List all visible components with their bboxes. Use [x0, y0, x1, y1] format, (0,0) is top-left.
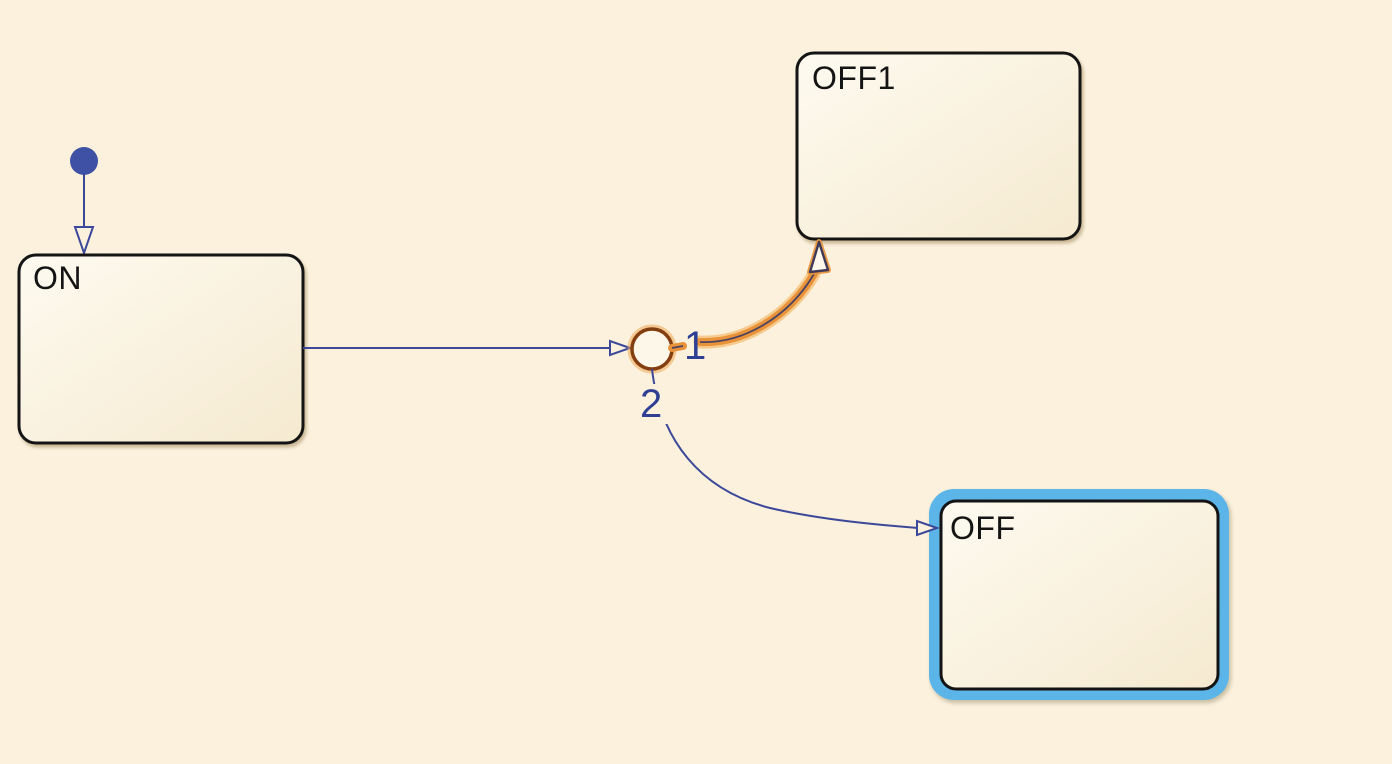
transition-2-line — [651, 368, 919, 529]
transition-on-to-junction[interactable] — [303, 339, 634, 357]
connective-junction[interactable] — [627, 324, 677, 374]
state-off1-border — [795, 51, 1082, 241]
transition-2-arrowhead-icon — [916, 519, 941, 537]
transition-1-arrowhead-icon — [808, 240, 830, 274]
junction-circle — [630, 327, 674, 371]
state-off1-label: OFF1 — [812, 60, 896, 96]
default-transition[interactable] — [70, 147, 98, 257]
transition-junction-to-off1[interactable]: 1 — [668, 239, 831, 368]
default-transition-arrowhead-icon — [73, 226, 95, 257]
state-off-border — [939, 499, 1220, 691]
transition-1-core — [699, 273, 815, 343]
state-on-label: ON — [33, 260, 82, 296]
transition-1-nub-core — [671, 345, 684, 349]
state-off[interactable]: OFF — [929, 489, 1229, 700]
transition-junction-to-off[interactable]: 2 — [637, 368, 941, 537]
initial-state-dot — [70, 147, 98, 175]
transition-2-label[interactable]: 2 — [640, 382, 662, 426]
transition-1-label[interactable]: 1 — [684, 324, 706, 368]
state-off1[interactable]: OFF1 — [795, 51, 1082, 241]
transition-2-label-background — [637, 384, 670, 424]
state-off-label: OFF — [950, 510, 1015, 546]
state-on[interactable]: ON — [17, 253, 305, 445]
transition-on-to-junction-arrowhead-icon — [609, 339, 634, 357]
